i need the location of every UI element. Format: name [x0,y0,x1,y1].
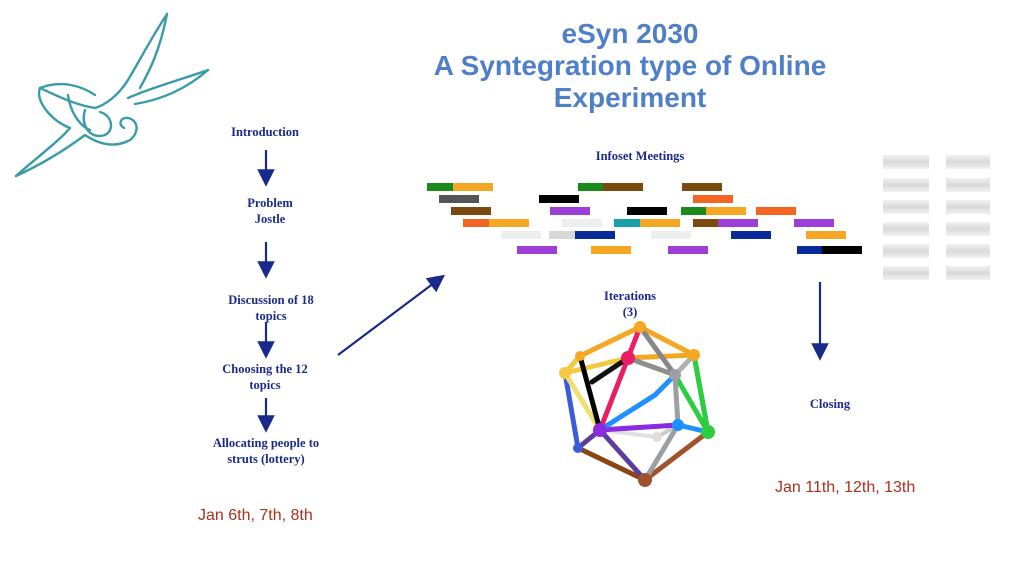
faded-block [883,244,929,258]
schedule-bar [756,207,796,215]
infoset-meetings-label: Infoset Meetings [595,149,685,163]
date-right: Jan 11th, 12th, 13th [775,479,916,496]
schedule-bar [427,183,455,191]
schedule-bar [550,207,590,215]
faded-block [946,200,990,214]
schedule-bar [693,195,733,203]
schedule-bar [682,183,722,191]
step-problem-line-1: Problem [247,196,293,210]
schedule-bar [822,246,862,254]
schedule-bar [578,183,608,191]
step-choosing-line-2: topics [249,378,281,392]
title-line-3: Experiment [553,82,707,113]
schedule-bar [453,183,493,191]
step-allocating-line-2: struts (lottery) [227,452,305,466]
schedule-bar [575,231,615,239]
schedule-bar [794,219,834,227]
schedule-bar [797,246,825,254]
schedule-bar [549,231,577,239]
schedule-bar [489,219,529,227]
schedule-bar [693,219,721,227]
iterations-label: Iterations (3) [580,288,680,320]
arrow-to-infoset [337,274,446,356]
step-problem-jostle: Problem Jostle [215,195,325,227]
schedule-bar [614,219,642,227]
faded-block [946,155,990,169]
step-discussion-line-1: Discussion of 18 [228,293,314,307]
schedule-bar [591,246,631,254]
schedule-bar [603,183,643,191]
step-introduction: Introduction [231,125,299,139]
closing-label: Closing [809,397,851,411]
schedule-bar [539,195,579,203]
schedule-bar [651,231,691,239]
schedule-bar [640,219,680,227]
schedule-bar [731,231,771,239]
schedule-bar [627,207,667,215]
step-allocating: Allocating people to struts (lottery) [196,435,336,467]
date-left: Jan 6th, 7th, 8th [198,507,313,524]
schedule-bar [706,207,746,215]
faded-block [946,244,990,258]
schedule-bar [562,219,602,227]
step-choosing: Choosing the 12 topics [200,361,330,393]
schedule-bar [439,195,479,203]
faded-block [883,266,929,280]
faded-block [883,155,929,169]
schedule-bar [463,219,491,227]
schedule-bar [451,207,491,215]
step-problem-line-2: Jostle [254,212,286,226]
step-allocating-line-1: Allocating people to [212,436,320,450]
title-line-1: eSyn 2030 [561,18,699,49]
schedule-bar [718,219,758,227]
schedule-bar [501,231,541,239]
schedule-bar [806,231,846,239]
faded-block [883,222,929,236]
schedule-bar [681,207,709,215]
faded-block [946,222,990,236]
faded-block [946,178,990,192]
faded-block [946,266,990,280]
iterations-line-2: (3) [622,305,638,319]
schedule-bar [668,246,708,254]
title-line-2: A Syntegration type of Online [433,50,827,81]
step-discussion: Discussion of 18 topics [206,292,336,324]
page-title: eSyn 2030 A Syntegration type of Online … [380,18,880,114]
iterations-line-1: Iterations [603,289,657,303]
faded-block [883,178,929,192]
step-discussion-line-2: topics [255,309,287,323]
step-choosing-line-1: Choosing the 12 [222,362,308,376]
schedule-bar [517,246,557,254]
faded-block [883,200,929,214]
